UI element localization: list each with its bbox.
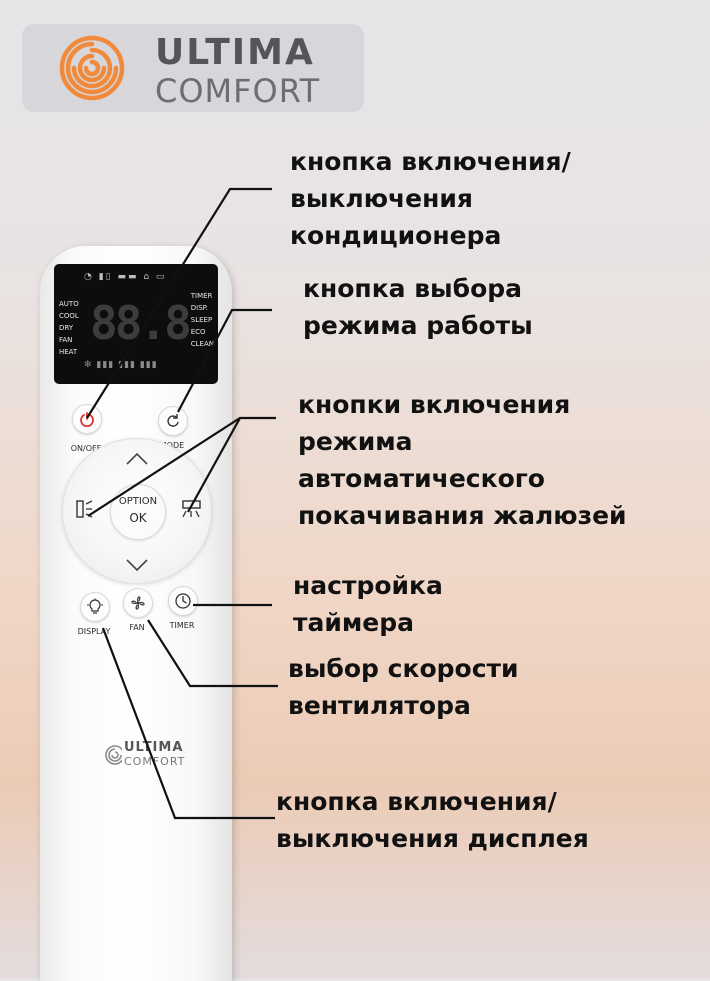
callout-mode-line2: режима работы bbox=[303, 311, 533, 340]
timer-button[interactable] bbox=[168, 586, 198, 616]
power-button[interactable] bbox=[72, 404, 102, 434]
callout-timer: настройка таймера bbox=[293, 567, 443, 641]
remote-brand-line2: COMFORT bbox=[124, 755, 186, 768]
lcd-mode-heat: HEAT bbox=[59, 348, 78, 356]
brand-logo: ULTIMA COMFORT bbox=[22, 24, 364, 112]
lcd-mode-auto: AUTO bbox=[59, 300, 79, 308]
mode-cycle-icon bbox=[167, 414, 179, 427]
lcd-mode-dry: DRY bbox=[59, 324, 74, 332]
clock-icon bbox=[175, 593, 191, 609]
callout-fan-line1: выбор скорости bbox=[288, 654, 519, 683]
fan-icon bbox=[131, 596, 145, 610]
brand-swirl-icon bbox=[105, 745, 122, 765]
callout-fan: выбор скорости вентилятора bbox=[288, 650, 519, 724]
lcd-display: ◔ ▮▯ ▬▬ ⌂ ▭ AUTO COOL DRY FAN HEAT 88.8 … bbox=[54, 264, 218, 384]
callout-display-line1: кнопка включения/ bbox=[276, 787, 557, 816]
lcd-mode-cool: COOL bbox=[59, 312, 79, 320]
ok-label: OK bbox=[129, 511, 147, 525]
brand-swirl-icon bbox=[59, 35, 125, 101]
callout-timer-line2: таймера bbox=[293, 608, 415, 637]
callout-swing-line2: режима bbox=[298, 427, 413, 456]
navigation-pad: OPTION OK bbox=[62, 438, 212, 584]
mode-button[interactable] bbox=[158, 406, 188, 436]
callout-fan-line2: вентилятора bbox=[288, 691, 471, 720]
callout-swing-line1: кнопки включения bbox=[298, 390, 571, 419]
callout-swing: кнопки включения режима автоматического … bbox=[298, 386, 627, 534]
lcd-mode-list-left: AUTO COOL DRY FAN HEAT bbox=[59, 298, 79, 358]
lcd-flag-eco: ECO bbox=[190, 328, 206, 336]
power-icon bbox=[80, 412, 94, 427]
option-ok-button[interactable]: OPTION OK bbox=[110, 484, 166, 540]
brand-name-line1: ULTIMA bbox=[155, 32, 315, 73]
up-arrow-icon[interactable] bbox=[125, 452, 149, 466]
lcd-flag-disp: DISP. bbox=[190, 304, 209, 312]
vertical-swing-icon[interactable] bbox=[74, 498, 94, 522]
lcd-flag-sleep: SLEEP bbox=[190, 316, 213, 324]
callout-power: кнопка включения/ выключения кондиционер… bbox=[290, 143, 571, 254]
remote-control: ◔ ▮▯ ▬▬ ⌂ ▭ AUTO COOL DRY FAN HEAT 88.8 … bbox=[40, 246, 232, 981]
lightbulb-icon bbox=[87, 598, 103, 614]
lcd-fan-bars: ✻ ▮▮▮ ▮▮▮ ▮▮▮ bbox=[84, 360, 158, 370]
callout-mode-line1: кнопка выбора bbox=[303, 274, 523, 303]
brand-name-line2: COMFORT bbox=[155, 72, 321, 110]
horizontal-swing-icon[interactable] bbox=[180, 498, 204, 520]
fan-button[interactable] bbox=[123, 588, 153, 618]
down-arrow-icon[interactable] bbox=[125, 558, 149, 572]
callout-power-line3: кондиционера bbox=[290, 221, 502, 250]
display-button-label: DISPLAY bbox=[77, 627, 111, 636]
lcd-flag-timer: TIMER bbox=[190, 292, 213, 300]
lcd-mode-fan: FAN bbox=[59, 336, 73, 344]
lcd-digits: 88.8 bbox=[90, 296, 192, 350]
callout-display-line2: выключения дисплея bbox=[276, 824, 589, 853]
callout-display: кнопка включения/ выключения дисплея bbox=[276, 783, 589, 857]
callout-power-line2: выключения bbox=[290, 184, 473, 213]
callout-swing-line4: покачивания жалюзей bbox=[298, 501, 627, 530]
power-button-label: ON/OFF bbox=[70, 444, 102, 453]
lcd-mode-list-right: TIMER DISP. SLEEP ECO CLEAN bbox=[191, 290, 214, 350]
lcd-status-icons: ◔ ▮▯ ▬▬ ⌂ ▭ bbox=[84, 272, 167, 282]
callout-power-line1: кнопка включения/ bbox=[290, 147, 571, 176]
callout-timer-line1: настройка bbox=[293, 571, 443, 600]
remote-brand-line1: ULTIMA bbox=[124, 740, 184, 755]
callout-mode: кнопка выбора режима работы bbox=[303, 270, 533, 344]
fan-button-label: FAN bbox=[129, 623, 145, 632]
display-button[interactable] bbox=[80, 592, 110, 622]
callout-swing-line3: автоматического bbox=[298, 464, 545, 493]
timer-button-label: TIMER bbox=[169, 621, 195, 630]
option-label: OPTION bbox=[118, 496, 158, 507]
lcd-flag-clean: CLEAN bbox=[190, 340, 214, 348]
